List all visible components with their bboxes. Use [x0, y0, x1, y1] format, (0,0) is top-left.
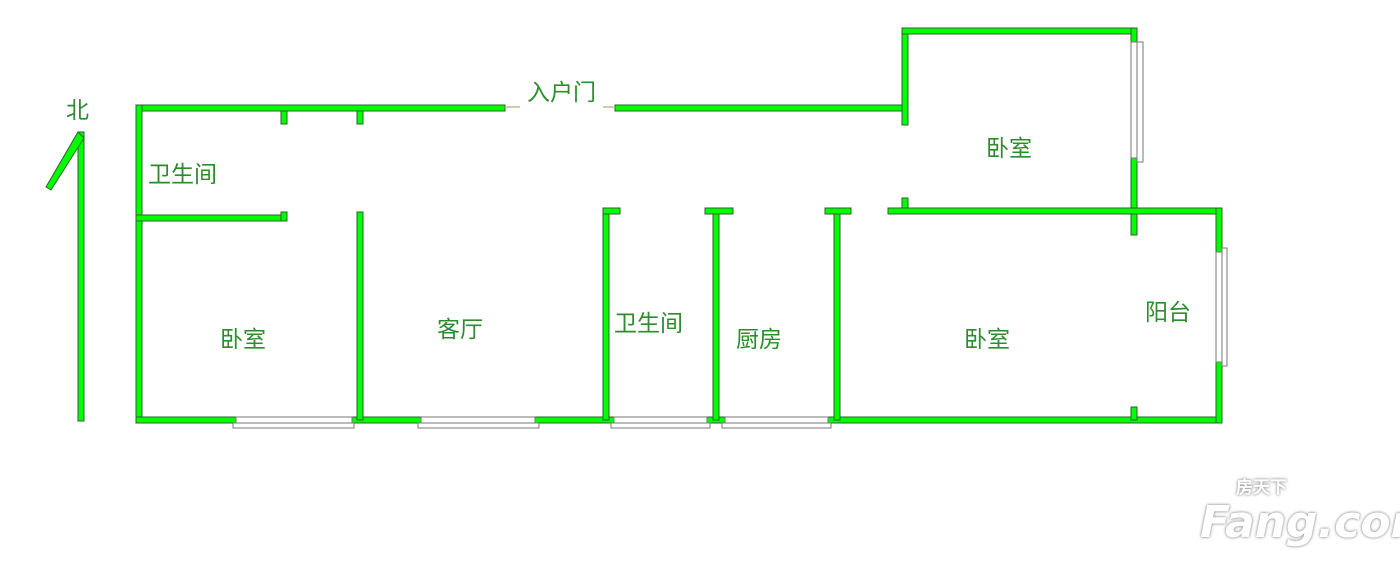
room-label-balcony: 阳台	[1145, 300, 1191, 326]
room-label-bathroom: 卫生间	[148, 162, 217, 188]
room-label-bedroom: 卧室	[986, 136, 1032, 162]
window	[1130, 41, 1138, 159]
room-label-entrance: 入户门	[527, 80, 596, 106]
window	[610, 422, 711, 429]
window	[417, 422, 540, 429]
window	[1136, 41, 1144, 163]
windows	[232, 41, 1228, 429]
window	[235, 416, 353, 424]
room-label-kitchen: 厨房	[736, 327, 782, 353]
north-label: 北	[66, 98, 89, 124]
north-arrow-icon	[45, 131, 85, 422]
window	[1221, 247, 1228, 367]
watermark-brand-cn: 房天下	[1236, 478, 1287, 498]
window	[232, 422, 355, 429]
watermark-logo: 房天下 Fang.com	[1200, 478, 1400, 548]
window	[613, 416, 708, 424]
window	[1215, 251, 1223, 363]
window	[724, 416, 829, 424]
room-label-bedroom: 卧室	[964, 327, 1010, 353]
watermark-brand: Fang.com	[1200, 497, 1400, 548]
window	[721, 422, 832, 429]
room-label-living-room: 客厅	[437, 317, 483, 343]
room-label-bathroom: 卫生间	[614, 311, 683, 337]
room-label-bedroom: 卧室	[220, 327, 266, 353]
walls	[135, 27, 1223, 424]
window	[420, 416, 536, 424]
